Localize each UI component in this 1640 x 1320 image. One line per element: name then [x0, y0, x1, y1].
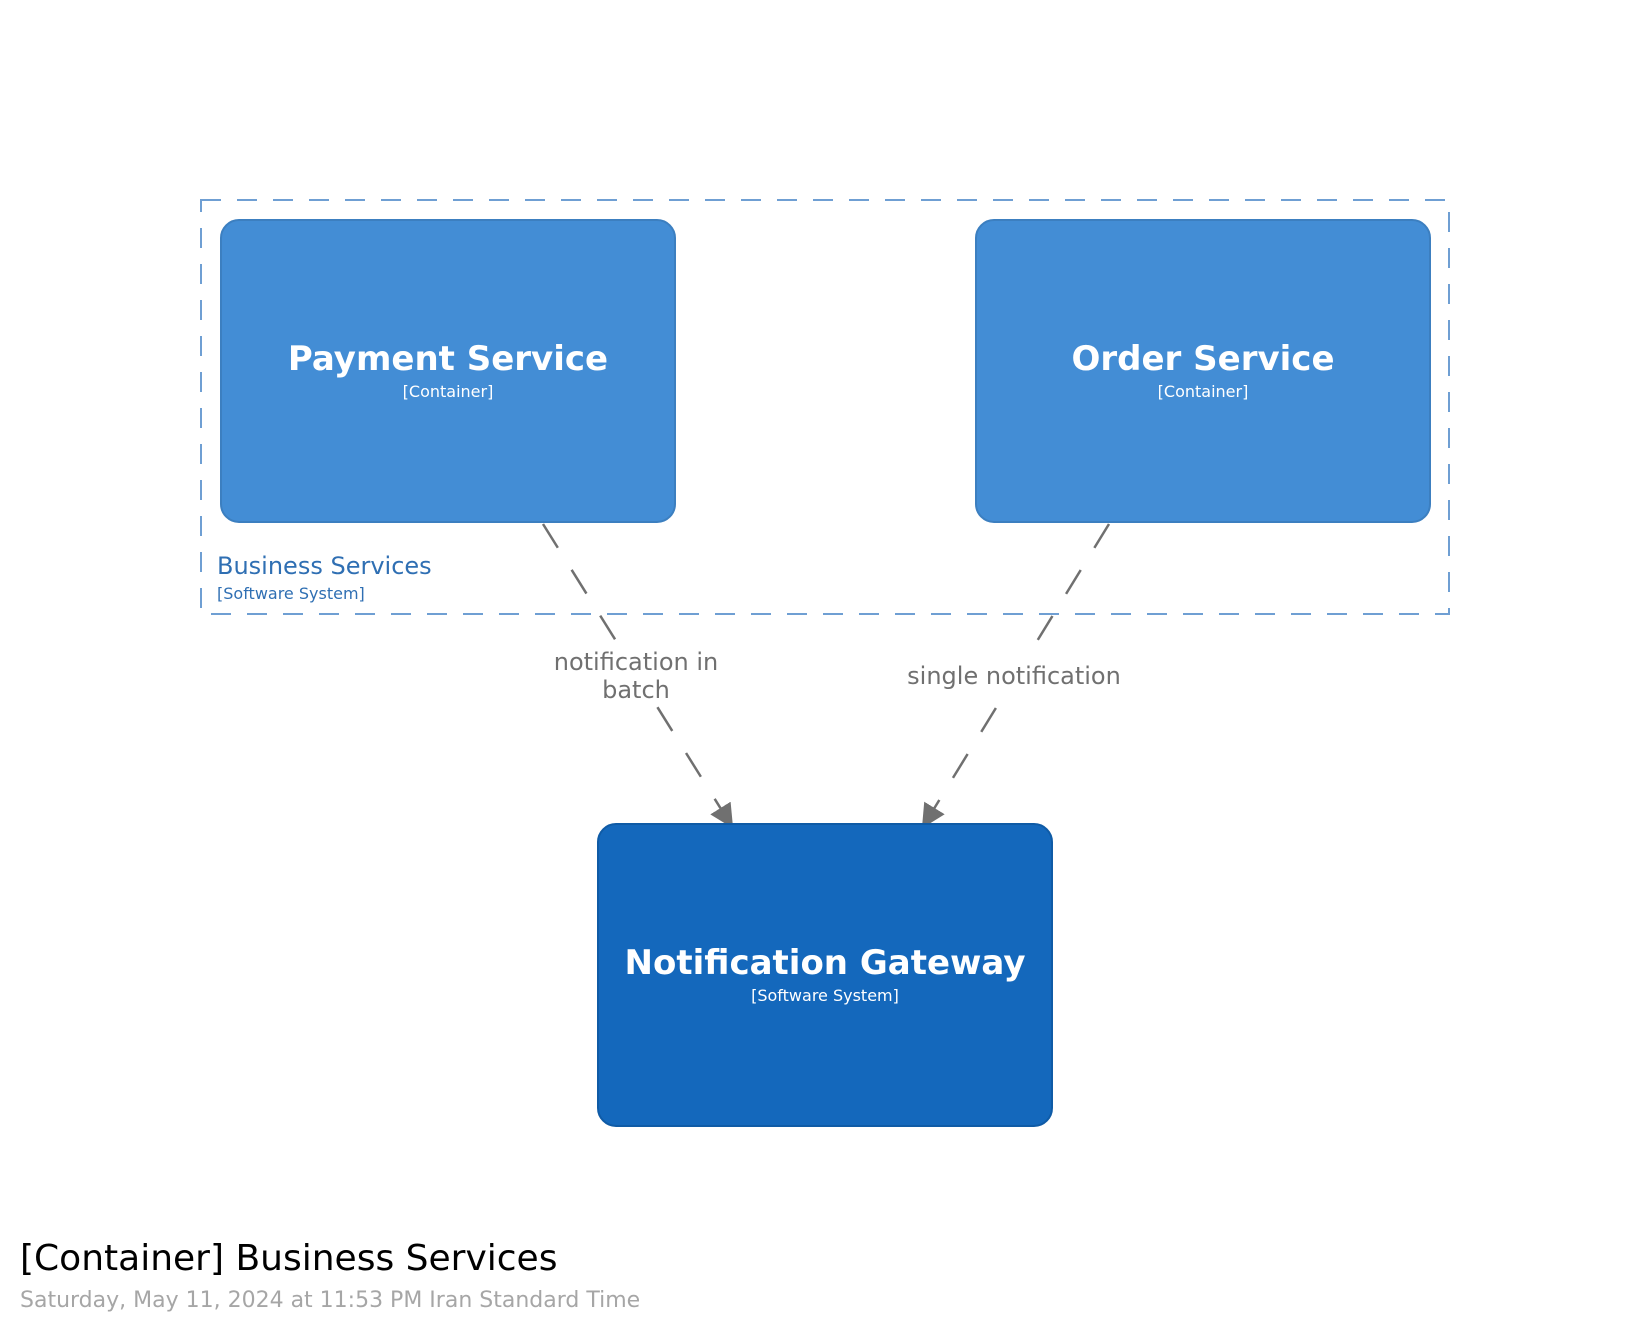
boundary-frame [200, 199, 1450, 615]
edge-label-background [910, 658, 1118, 692]
edge-order-to-gateway[interactable]: single notification [907, 523, 1121, 829]
edge-label-line-2: batch [602, 676, 670, 704]
notification-gateway-type: [Software System] [751, 986, 899, 1005]
diagram-timestamp: Saturday, May 11, 2024 at 11:53 PM Iran … [20, 1288, 641, 1313]
notification-gateway-title: Notification Gateway [625, 943, 1026, 983]
order-service-title: Order Service [1071, 339, 1334, 379]
edge-payment-to-gateway[interactable]: notification in batch [541, 523, 734, 829]
boundary-title: Business Services [217, 552, 432, 580]
payment-service-box [220, 219, 676, 523]
payment-service-container[interactable]: Payment Service [Container] [220, 219, 676, 523]
edge-label-line-1: notification in [554, 648, 718, 676]
business-services-boundary[interactable]: Business Services [Software System] [200, 199, 1450, 615]
edge-label-background [556, 644, 716, 706]
order-service-type: [Container] [1158, 382, 1249, 401]
order-service-box [975, 219, 1431, 523]
payment-service-title: Payment Service [288, 339, 608, 379]
diagram-title: [Container] Business Services [20, 1238, 558, 1279]
notification-gateway-system[interactable]: Notification Gateway [Software System] [597, 823, 1053, 1127]
edge-label-line-1: single notification [907, 662, 1121, 690]
boundary-type: [Software System] [217, 584, 365, 603]
order-service-container[interactable]: Order Service [Container] [975, 219, 1431, 523]
payment-service-type: [Container] [403, 382, 494, 401]
notification-gateway-box [597, 823, 1053, 1127]
